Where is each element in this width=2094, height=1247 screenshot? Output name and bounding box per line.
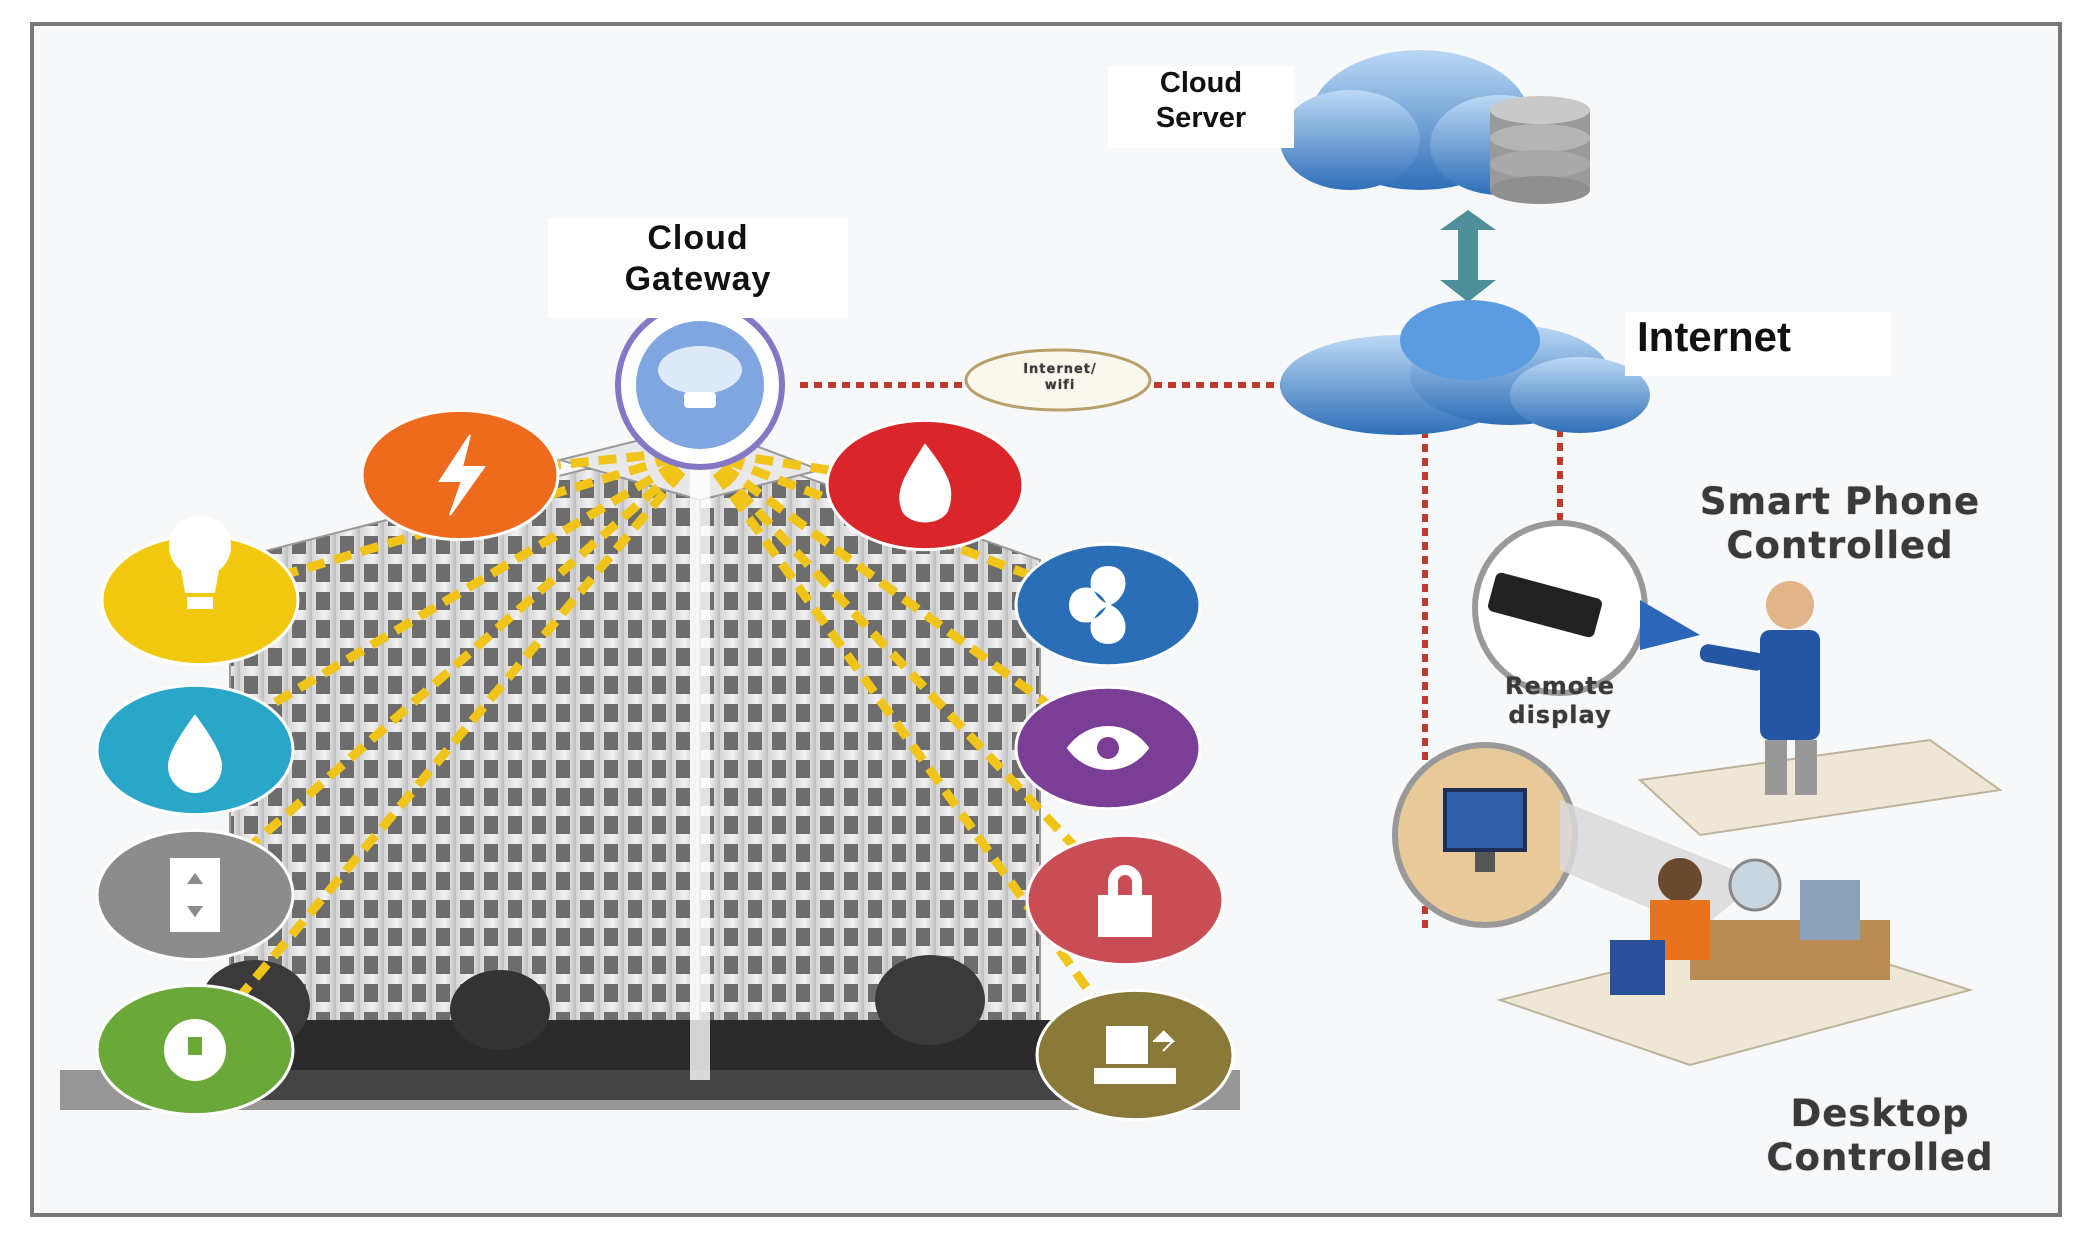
bidirectional-arrow-icon	[1440, 210, 1496, 302]
sensor-link	[696, 446, 1129, 904]
building-edge	[690, 430, 710, 1080]
monitor-icon	[1443, 788, 1527, 852]
label-internet-wifi: Internet/ wifi	[1023, 362, 1097, 393]
label-internet: Internet	[1625, 312, 1890, 376]
sensor-link	[191, 447, 704, 1053]
building-illustration	[60, 423, 1240, 1110]
sensor-link	[696, 447, 1139, 1058]
lock-icon	[1025, 833, 1225, 967]
light-bulb-icon	[100, 515, 300, 667]
remote-display-bubble	[1472, 520, 1700, 696]
lightning-icon	[360, 408, 560, 542]
eye-icon	[1014, 685, 1202, 811]
cloud-server-node	[1280, 50, 1590, 204]
gateway-cloud-icon	[658, 346, 742, 394]
fan-icon	[1014, 542, 1202, 668]
label-cloud-server: Cloud Server	[1108, 66, 1294, 148]
label-cloud-gateway: Cloud Gateway	[548, 218, 848, 318]
tree	[450, 970, 550, 1050]
label-smart-phone-controlled: Smart Phone Controlled	[1699, 480, 1981, 568]
water-drop-icon	[95, 683, 295, 817]
sensor-link	[192, 446, 703, 754]
service-icons	[95, 408, 1235, 1122]
fire-icon	[825, 418, 1025, 552]
desktop-workstation-illustration	[1496, 858, 1974, 1067]
sensor-link	[697, 446, 1111, 752]
tree	[875, 955, 985, 1045]
internet-wifi-bubble	[964, 348, 1152, 412]
power-plug-icon	[95, 983, 295, 1117]
elevator-icon	[95, 828, 295, 962]
label-desktop-controlled: Desktop Controlled	[1766, 1092, 1994, 1180]
internet-cloud	[1280, 300, 1650, 435]
database-icon	[1490, 96, 1590, 204]
cloud-gateway-node	[615, 300, 785, 470]
person-with-phone-illustration	[1637, 581, 2003, 837]
desktop-bubble	[1392, 742, 1760, 930]
smartphone-icon	[1488, 572, 1602, 638]
label-remote-display: Remote display	[1504, 672, 1615, 729]
sensor-link	[698, 445, 1110, 610]
sensor-link	[192, 446, 703, 899]
conveyor-icon	[1035, 988, 1235, 1122]
